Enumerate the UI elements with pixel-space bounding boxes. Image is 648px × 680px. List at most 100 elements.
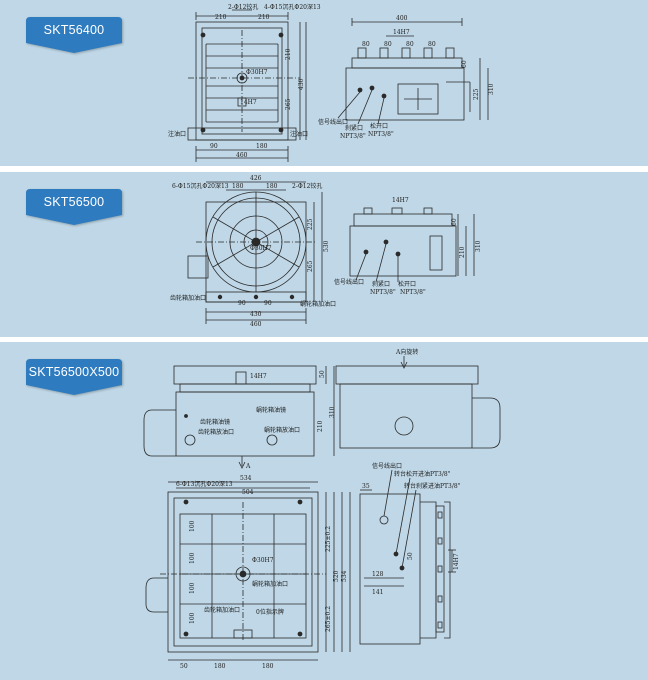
grid-dim-3: 100 xyxy=(189,582,196,594)
side-height-3: 310 xyxy=(475,240,482,252)
model-tab: SKT56500X500 xyxy=(26,359,122,395)
slot-dim-1: 80 xyxy=(362,41,370,48)
dim-bottom-3: 180 xyxy=(262,663,274,670)
gear-fill-label: 齿轮箱加油口 xyxy=(204,606,240,614)
dim-top: 534 xyxy=(240,475,252,482)
dim-bottom-2: 90 xyxy=(264,300,272,307)
release-port-label: 转台松开进油PT3/8" xyxy=(394,470,451,478)
side-view-body xyxy=(337,18,489,125)
front-view-rotated xyxy=(335,356,501,449)
side-dim-50: 50 xyxy=(407,552,414,560)
model-name: SKT56400 xyxy=(43,23,105,37)
side-view-body xyxy=(359,469,456,645)
dim-bottom-total: 460 xyxy=(236,152,248,159)
model-name: SKT56500 xyxy=(43,195,105,209)
port-left-label: 齿轮箱加油口 xyxy=(170,294,206,302)
dim-bottom-3: 430 xyxy=(250,311,262,318)
signal-label: 信号线出口 xyxy=(334,278,364,286)
dim-right-1: 225 xyxy=(307,218,314,230)
zero-indicator-label: 0位指示牌 xyxy=(256,608,284,616)
worm-sight-label: 蜗轮箱油镜 xyxy=(256,406,286,414)
tab-shape xyxy=(26,359,122,395)
clamp-port-label: 转台刹紧进油PT3/8" xyxy=(404,482,461,490)
grid-dim-2: 100 xyxy=(189,552,196,564)
bolt-note: 2-Φ12铰孔 xyxy=(292,182,322,190)
hole-note: 4-Φ15沉孔Φ20深13 xyxy=(264,3,321,11)
slot-dim-4: 80 xyxy=(428,41,436,48)
dim-bottom-1: 90 xyxy=(210,143,218,150)
gear-sight-label: 齿轮箱油镜 xyxy=(200,418,230,426)
clamp-label: 刹紧口 xyxy=(372,280,390,288)
drawing-skt56400: 210 210 2-Φ12铰孔 4-Φ15沉孔Φ20深13 Φ30H7 14H7… xyxy=(168,3,495,162)
side-view-body xyxy=(349,207,475,283)
worm-fill-label: 蜗轮箱加油口 xyxy=(252,580,288,588)
tab-shape xyxy=(26,17,122,53)
top-view-plate xyxy=(145,481,351,661)
release-label: 松开口 xyxy=(398,280,416,288)
tab-shape xyxy=(26,189,122,225)
slot-label: 14H7 xyxy=(240,99,257,106)
bore-label: Φ30H7 xyxy=(246,69,268,76)
port-thread-1: NPT3/8" xyxy=(340,133,366,140)
front-height-3: 210 xyxy=(317,420,324,432)
dim-right-2: 430 xyxy=(298,78,305,90)
dim-bottom-1: 50 xyxy=(180,663,188,670)
front-slot: 14H7 xyxy=(250,373,267,380)
dim-right-3: 265 xyxy=(285,98,292,110)
dim-right-3: 520 xyxy=(333,570,340,582)
gear-drain-label: 齿轮箱放油口 xyxy=(198,428,234,436)
dim-right-4: 534 xyxy=(341,570,348,582)
side-dim-35: 35 xyxy=(362,483,370,490)
dim-mid-left: 180 xyxy=(232,183,244,190)
release-label: 松开口 xyxy=(370,122,388,130)
side-height-2: 210 xyxy=(459,246,466,258)
side-height-2: 310 xyxy=(488,83,495,95)
dim-inner: 504 xyxy=(242,489,254,496)
dim-top-left: 210 xyxy=(215,14,227,21)
hole-note: 6-Φ15沉孔Φ20深13 xyxy=(172,182,229,190)
clamp-label: 刹紧口 xyxy=(345,124,363,132)
side-height-1: 225 xyxy=(473,88,480,100)
rotation-note: A向旋转 xyxy=(395,348,418,356)
port-thread-2: NPT3/8" xyxy=(368,131,394,138)
slot-dim-2: 80 xyxy=(384,41,392,48)
side-width: 400 xyxy=(396,15,408,22)
view-arrow-label: A xyxy=(245,463,251,470)
dim-right-2: 265 xyxy=(307,260,314,272)
dim-right-2: 265±0.2 xyxy=(325,606,332,632)
dim-right-1: 210 xyxy=(285,48,292,60)
bolt-note: 2-Φ12铰孔 xyxy=(228,3,258,11)
dim-top: 426 xyxy=(250,175,262,182)
top-view-plate xyxy=(187,9,307,162)
dim-right-3: 530 xyxy=(323,240,330,252)
top-view-rotary xyxy=(187,181,323,324)
port-right-label: 蜗轮箱加油口 xyxy=(300,300,336,308)
front-height-2: 310 xyxy=(329,406,336,418)
side-dim-141: 141 xyxy=(372,589,383,596)
section-skt56500x500: SKT56500X500 14H7 50 310 210 齿轮箱油镜 蜗轮箱油镜… xyxy=(0,342,648,680)
bore-label: Φ30H7 xyxy=(252,557,274,564)
worm-drain-label: 蜗轮箱放油口 xyxy=(264,426,300,434)
drawing-skt56500: 426 180 180 6-Φ15沉孔Φ20深13 2-Φ12铰孔 Φ30H7 … xyxy=(170,175,482,328)
model-tab: SKT56400 xyxy=(26,17,122,53)
side-slot: 14H7 xyxy=(392,197,409,204)
front-height-1: 50 xyxy=(319,370,326,378)
dim-mid-right: 180 xyxy=(266,183,278,190)
side-height-1: 60 xyxy=(451,218,458,226)
section-skt56400: SKT56400 210 210 2-Φ12 xyxy=(0,0,648,166)
slot-dim-3: 80 xyxy=(406,41,414,48)
side-slot: 14H7 xyxy=(393,29,410,36)
hole-note: 6-Φ13沉孔Φ20深13 xyxy=(176,480,233,488)
port-thread-2: NPT3/8" xyxy=(400,289,426,296)
side-dim-128: 128 xyxy=(372,571,384,578)
port-thread-1: NPT3/8" xyxy=(370,289,396,296)
dim-bottom-2: 180 xyxy=(214,663,226,670)
model-name: SKT56500X500 xyxy=(28,365,120,379)
dim-bottom-1: 90 xyxy=(238,300,246,307)
side-slot: 14H7 xyxy=(453,553,460,570)
signal-label: 信号线出口 xyxy=(318,118,348,126)
model-tab: SKT56500 xyxy=(26,189,122,225)
grid-dim-4: 100 xyxy=(189,612,196,624)
side-height-3: 60 xyxy=(461,60,468,68)
dim-top-right: 210 xyxy=(258,14,270,21)
